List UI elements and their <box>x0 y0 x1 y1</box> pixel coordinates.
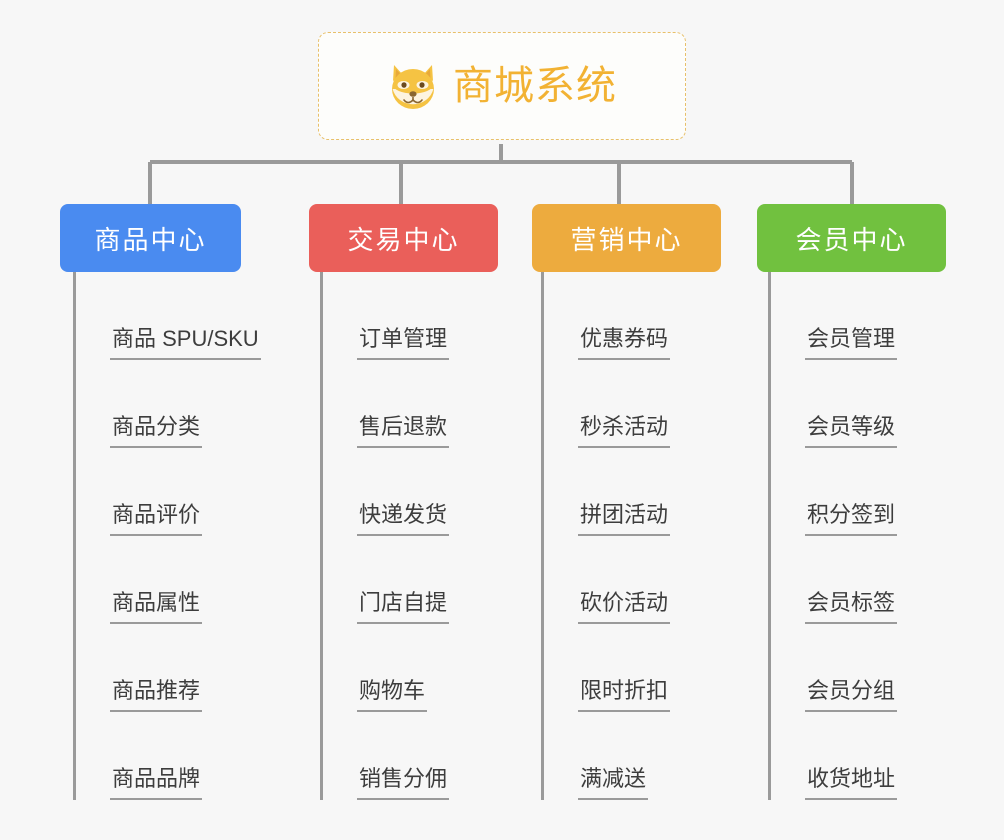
category-item-label: 砍价活动 <box>578 590 671 624</box>
category-item[interactable]: 会员标签 <box>768 536 898 624</box>
category-item-label: 秒杀活动 <box>578 414 671 448</box>
category-item[interactable]: 快递发货 <box>320 448 450 536</box>
category-item-label: 会员管理 <box>805 326 898 360</box>
category-item-label: 会员分组 <box>805 678 898 712</box>
category-item[interactable]: 商品评价 <box>73 448 261 536</box>
root-node-container: 商城系统 <box>0 32 1004 140</box>
category-item-label: 订单管理 <box>357 326 450 360</box>
category-item-label: 会员标签 <box>805 590 898 624</box>
category-item-label: 积分签到 <box>805 502 898 536</box>
category-item-list: 订单管理售后退款快递发货门店自提购物车销售分佣 <box>320 272 450 800</box>
category-item[interactable]: 限时折扣 <box>541 624 671 712</box>
category-item-label: 商品属性 <box>110 590 203 624</box>
category-item[interactable]: 销售分佣 <box>320 712 450 800</box>
category-item[interactable]: 购物车 <box>320 624 449 712</box>
category-column: 商品中心商品 SPU/SKU 商品分类商品评价商品属性商品推荐商品品牌 <box>0 204 261 816</box>
category-item[interactable]: 商品品牌 <box>73 712 261 800</box>
category-item[interactable]: 门店自提 <box>320 536 450 624</box>
category-item[interactable]: 商品 SPU/SKU <box>73 272 261 360</box>
category-item-label: 门店自提 <box>357 590 450 624</box>
category-item-label: 快递发货 <box>357 502 450 536</box>
category-item[interactable]: 秒杀活动 <box>541 360 671 448</box>
category-item-list: 会员管理会员等级积分签到会员标签会员分组收货地址 <box>768 272 898 800</box>
category-item[interactable]: 满减送 <box>541 712 670 800</box>
category-item[interactable]: 售后退款 <box>320 360 450 448</box>
category-item-label: 限时折扣 <box>578 678 671 712</box>
category-item-label: 商品推荐 <box>110 678 203 712</box>
category-item-label: 商品品牌 <box>110 766 203 800</box>
category-item[interactable]: 商品推荐 <box>73 624 261 712</box>
category-item-label: 会员等级 <box>805 414 898 448</box>
category-item-label: 售后退款 <box>357 414 450 448</box>
category-item-label: 购物车 <box>357 678 428 712</box>
root-title: 商城系统 <box>453 64 617 108</box>
category-column: 交易中心订单管理售后退款快递发货门店自提购物车销售分佣 <box>251 204 502 816</box>
category-header[interactable]: 商品中心 <box>60 204 241 272</box>
category-item[interactable]: 收货地址 <box>768 712 898 800</box>
category-column: 会员中心会员管理会员等级积分签到会员标签会员分组收货地址 <box>753 204 1004 816</box>
category-item[interactable]: 砍价活动 <box>541 536 671 624</box>
category-item[interactable]: 商品分类 <box>73 360 261 448</box>
category-item-label: 商品 SPU/SKU <box>110 326 261 360</box>
category-item[interactable]: 会员等级 <box>768 360 898 448</box>
root-node[interactable]: 商城系统 <box>318 32 686 140</box>
category-item[interactable]: 订单管理 <box>320 272 450 360</box>
category-item[interactable]: 积分签到 <box>768 448 898 536</box>
category-item-list: 优惠券码秒杀活动拼团活动砍价活动限时折扣满减送 <box>541 272 671 800</box>
category-header[interactable]: 会员中心 <box>757 204 946 272</box>
category-item-label: 收货地址 <box>805 766 898 800</box>
category-item[interactable]: 拼团活动 <box>541 448 671 536</box>
category-item-label: 商品评价 <box>110 502 203 536</box>
category-item-list: 商品 SPU/SKU 商品分类商品评价商品属性商品推荐商品品牌 <box>73 272 261 800</box>
category-column: 营销中心优惠券码秒杀活动拼团活动砍价活动限时折扣满减送 <box>502 204 753 816</box>
category-item[interactable]: 会员管理 <box>768 272 898 360</box>
category-item-label: 销售分佣 <box>357 766 450 800</box>
category-item-label: 优惠券码 <box>578 326 671 360</box>
category-item[interactable]: 优惠券码 <box>541 272 671 360</box>
shiba-dog-icon <box>392 65 434 109</box>
category-item[interactable]: 商品属性 <box>73 536 261 624</box>
category-item[interactable]: 会员分组 <box>768 624 898 712</box>
category-item-label: 满减送 <box>578 766 649 800</box>
category-header[interactable]: 交易中心 <box>309 204 498 272</box>
category-header[interactable]: 营销中心 <box>532 204 721 272</box>
category-item-label: 商品分类 <box>110 414 203 448</box>
category-item-label: 拼团活动 <box>578 502 671 536</box>
